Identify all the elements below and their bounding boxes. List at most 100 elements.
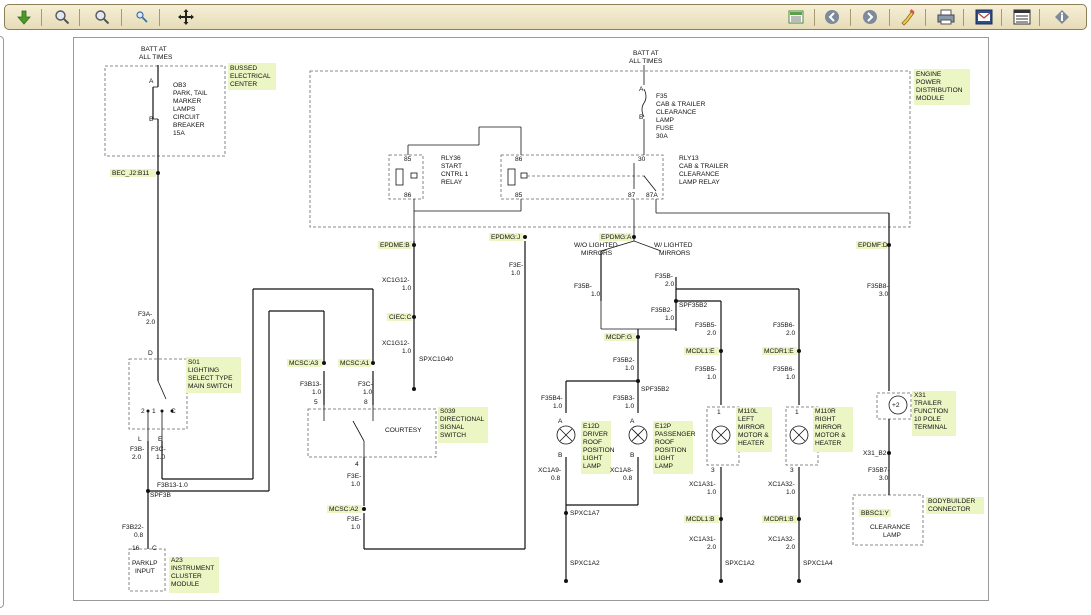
svg-text:POWER: POWER — [916, 79, 941, 86]
svg-text:COURTESY: COURTESY — [385, 427, 422, 434]
svg-text:B: B — [558, 452, 563, 459]
svg-text:BREAKER: BREAKER — [173, 122, 205, 129]
zoom-fit-icon[interactable] — [131, 7, 153, 27]
svg-text:F3C-: F3C- — [151, 446, 166, 453]
svg-text:1.0: 1.0 — [707, 374, 716, 381]
svg-text:30A: 30A — [656, 133, 668, 140]
svg-text:1: 1 — [795, 409, 799, 416]
svg-text:SPF35B2: SPF35B2 — [679, 302, 708, 309]
svg-text:ROOF: ROOF — [655, 439, 674, 446]
print-icon[interactable] — [935, 7, 957, 27]
svg-text:SWITCH: SWITCH — [440, 432, 466, 439]
svg-text:XC1A31-: XC1A31- — [689, 481, 716, 488]
svg-text:CLEARANCE: CLEARANCE — [656, 109, 697, 116]
export-icon[interactable] — [785, 7, 807, 27]
svg-text:C: C — [152, 545, 157, 552]
previous-page-icon[interactable] — [821, 7, 843, 27]
email-icon[interactable] — [973, 7, 995, 27]
svg-text:PASSENGER: PASSENGER — [655, 431, 696, 438]
info-icon[interactable] — [1051, 7, 1073, 27]
svg-text:2.0: 2.0 — [707, 544, 716, 551]
svg-text:BBSC1:Y: BBSC1:Y — [861, 510, 889, 517]
svg-text:FUNCTION: FUNCTION — [914, 408, 948, 415]
svg-text:SPXC1A4: SPXC1A4 — [803, 560, 833, 567]
svg-text:SIGNAL: SIGNAL — [440, 424, 465, 431]
svg-text:F35B4-: F35B4- — [541, 395, 563, 402]
svg-text:XC1G12-: XC1G12- — [382, 340, 410, 347]
s01-box — [128, 358, 188, 430]
svg-text:F35B-: F35B- — [655, 273, 673, 280]
svg-text:F35B2-: F35B2- — [651, 307, 673, 314]
svg-text:F35B3-: F35B3- — [613, 395, 635, 402]
svg-text:87A: 87A — [646, 192, 658, 199]
svg-text:E12P: E12P — [655, 423, 672, 430]
svg-text:EPDME:B: EPDME:B — [380, 242, 410, 249]
svg-text:EPDMG:A: EPDMG:A — [601, 234, 632, 241]
svg-text:1.0: 1.0 — [786, 374, 795, 381]
svg-text:F3A-: F3A- — [138, 311, 152, 318]
svg-text:LAMP: LAMP — [583, 463, 602, 470]
svg-text:85: 85 — [515, 192, 523, 199]
svg-text:FUSE: FUSE — [656, 125, 674, 132]
batt-label: BATT AT — [141, 46, 167, 53]
svg-text:M110R: M110R — [815, 408, 836, 415]
svg-text:1.0: 1.0 — [625, 365, 634, 372]
svg-text:HEATER: HEATER — [815, 440, 841, 447]
svg-text:F35B6-: F35B6- — [773, 322, 795, 329]
back-icon[interactable] — [13, 7, 35, 27]
svg-text:CLEARANCE: CLEARANCE — [870, 524, 911, 531]
next-page-icon[interactable] — [859, 7, 881, 27]
svg-text:MARKER: MARKER — [173, 98, 201, 105]
zoom-in-icon[interactable] — [51, 7, 73, 27]
svg-text:XC1A8-: XC1A8- — [610, 467, 633, 474]
svg-text:RIGHT: RIGHT — [815, 416, 836, 423]
svg-text:START: START — [441, 163, 462, 170]
svg-text:F3B13-1.0: F3B13-1.0 — [157, 482, 188, 489]
svg-text:BUSSED: BUSSED — [230, 65, 257, 72]
svg-text:PARK, TAIL: PARK, TAIL — [173, 90, 208, 97]
svg-text:F35B6-: F35B6- — [773, 366, 795, 373]
document-icon[interactable] — [1011, 7, 1033, 27]
wires — [147, 65, 890, 581]
svg-text:2.0: 2.0 — [132, 454, 141, 461]
svg-text:D: D — [148, 350, 153, 357]
svg-text:CLUSTER: CLUSTER — [171, 573, 202, 580]
svg-text:S039: S039 — [440, 408, 456, 415]
svg-text:S01: S01 — [188, 359, 200, 366]
svg-text:15A: 15A — [173, 130, 185, 137]
svg-text:EPDMG:J: EPDMG:J — [491, 234, 520, 241]
pan-icon[interactable] — [175, 7, 197, 27]
svg-text:1.0: 1.0 — [553, 403, 562, 410]
svg-text:1.0: 1.0 — [312, 389, 321, 396]
svg-text:F3B-: F3B- — [130, 446, 144, 453]
highlight-icon[interactable] — [897, 7, 919, 27]
svg-text:2.0: 2.0 — [707, 330, 716, 337]
svg-text:SPXC1A2: SPXC1A2 — [725, 560, 755, 567]
svg-text:SPXC1G40: SPXC1G40 — [419, 356, 453, 363]
svg-text:0.8: 0.8 — [551, 475, 560, 482]
svg-text:BODYBUILDER: BODYBUILDER — [928, 498, 976, 505]
svg-text:F35B5-: F35B5- — [695, 322, 717, 329]
svg-text:87: 87 — [628, 192, 636, 199]
svg-text:C: C — [171, 408, 176, 415]
svg-text:A: A — [639, 86, 644, 93]
svg-text:SELECT TYPE: SELECT TYPE — [188, 375, 233, 382]
svg-text:E12D: E12D — [583, 423, 600, 430]
svg-text:LAMP: LAMP — [656, 117, 675, 124]
svg-text:TERMINAL: TERMINAL — [914, 424, 948, 431]
svg-text:1.0: 1.0 — [591, 291, 600, 298]
svg-text:A: A — [558, 418, 563, 425]
svg-text:2.0: 2.0 — [146, 319, 155, 326]
svg-text:F35B7-: F35B7- — [868, 467, 890, 474]
svg-text:8: 8 — [364, 399, 368, 406]
svg-text:LAMPS: LAMPS — [173, 106, 196, 113]
svg-text:MIRROR: MIRROR — [738, 424, 765, 431]
bussed-center-box — [104, 65, 226, 157]
svg-text:EPDMF:D: EPDMF:D — [858, 242, 888, 249]
svg-text:3.0: 3.0 — [879, 475, 888, 482]
svg-text:2.0: 2.0 — [665, 281, 674, 288]
svg-text:MIRRORS: MIRRORS — [581, 250, 613, 257]
svg-text:ROOF: ROOF — [583, 439, 602, 446]
zoom-out-icon[interactable] — [91, 7, 113, 27]
batt-label: ALL TIMES — [629, 58, 663, 65]
